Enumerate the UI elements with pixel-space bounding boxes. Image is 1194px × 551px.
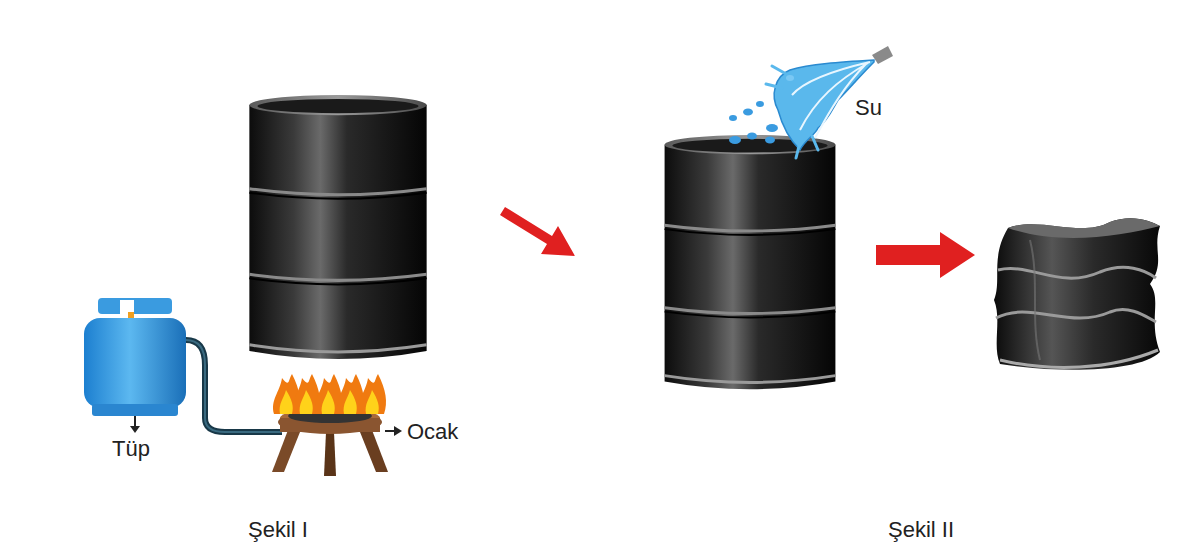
red-arrow <box>500 207 575 256</box>
barrel <box>249 95 426 359</box>
crushed-barrel <box>994 218 1160 370</box>
figure-caption: Şekil I <box>248 518 308 542</box>
figure-caption: Şekil II <box>888 518 954 542</box>
water-spray <box>729 46 893 158</box>
stove <box>272 408 402 476</box>
part-label: Ocak <box>407 420 458 444</box>
part-label: Tüp <box>112 437 150 461</box>
red-arrow <box>876 232 975 278</box>
barrel <box>665 135 836 389</box>
flame <box>273 374 386 414</box>
part-label: Su <box>855 96 882 120</box>
gas-tank <box>84 298 186 433</box>
hose <box>186 340 282 432</box>
